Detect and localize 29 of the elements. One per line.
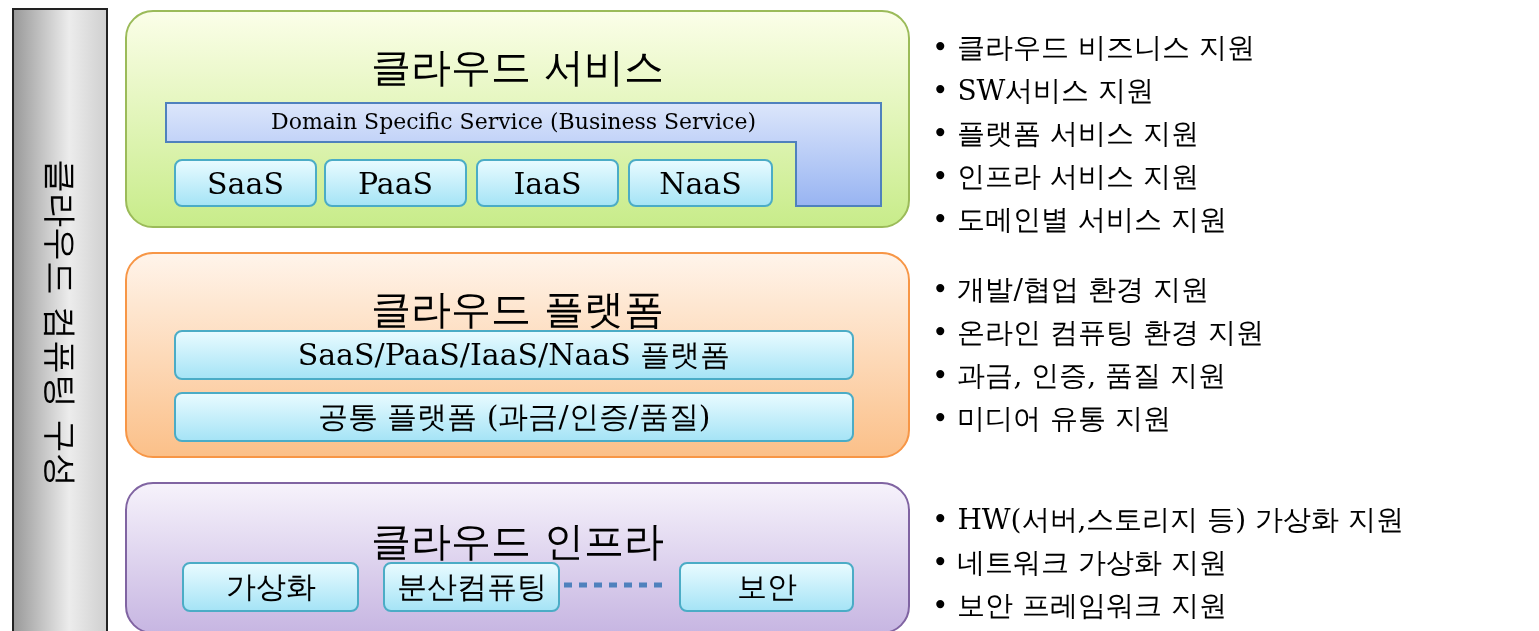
component-box: 분산컴퓨팅 xyxy=(383,562,560,612)
feature-item: • 인프라 서비스 지원 xyxy=(932,159,1201,195)
layer-panel xyxy=(125,252,910,458)
component-box: 공통 플랫폼 (과금/인증/품질) xyxy=(174,392,854,442)
feature-item: • 도메인별 서비스 지원 xyxy=(932,202,1229,238)
component-box: 가상화 xyxy=(182,562,359,612)
feature-item: • HW(서버,스토리지 등) 가상화 지원 xyxy=(932,502,1405,538)
component-box: 보안 xyxy=(679,562,854,612)
feature-item: • 온라인 컴퓨팅 환경 지원 xyxy=(932,315,1265,351)
side-band xyxy=(12,8,108,631)
feature-item: • 플랫폼 서비스 지원 xyxy=(932,116,1201,152)
component-box: PaaS xyxy=(324,159,467,207)
service-band xyxy=(165,102,882,207)
layer-panel xyxy=(125,482,910,631)
feature-item: • 네트워크 가상화 지원 xyxy=(932,545,1229,581)
feature-item: • 클라우드 비즈니스 지원 xyxy=(932,30,1256,66)
vertical-title: 클라우드 컴퓨팅 구성 xyxy=(40,159,82,487)
band-label: Domain Specific Service (Business Service) xyxy=(270,109,757,134)
layer-title: 클라우드 서비스 xyxy=(370,43,665,92)
component-box: NaaS xyxy=(628,159,773,207)
feature-item: • 개발/협업 환경 지원 xyxy=(932,272,1210,308)
component-box: SaaS xyxy=(174,159,317,207)
feature-item: • SW서비스 지원 xyxy=(932,73,1156,109)
component-box: SaaS/PaaS/IaaS/NaaS 플랫폼 xyxy=(174,330,854,380)
feature-item: • 과금, 인증, 품질 지원 xyxy=(932,358,1227,394)
component-box: IaaS xyxy=(476,159,619,207)
feature-item: • 보안 프레임워크 지원 xyxy=(932,588,1229,624)
feature-item: • 미디어 유통 지원 xyxy=(932,401,1173,437)
layer-panel xyxy=(125,10,910,228)
